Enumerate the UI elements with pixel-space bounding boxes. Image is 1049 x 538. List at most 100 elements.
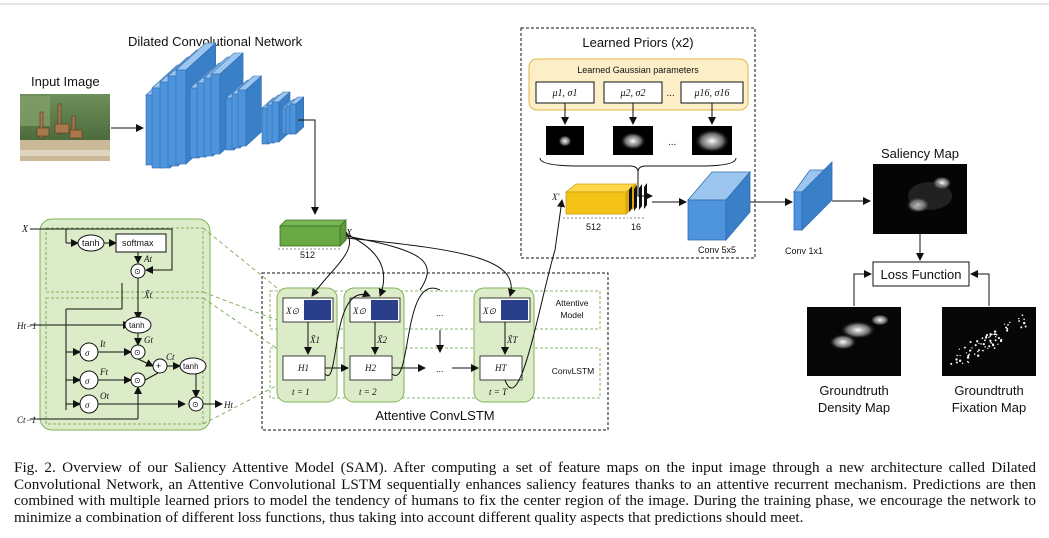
fixation-dot — [989, 339, 992, 342]
input-image-label: Input Image — [31, 74, 100, 89]
c-prev-label: Ct−1 — [17, 415, 36, 425]
concat-block — [564, 183, 647, 215]
groundtruth-density-image — [807, 307, 901, 376]
dcn-block-side — [295, 96, 305, 135]
prior-map-dots: ... — [668, 137, 676, 148]
gaussian-param-dots: ... — [667, 88, 675, 99]
x-symbol-top: X — [345, 228, 353, 239]
lstm-detail-nodes — [77, 233, 207, 414]
fixation-dot — [993, 333, 995, 336]
fixation-dot — [963, 346, 966, 349]
fixation-dot — [971, 347, 973, 349]
fixation-dot — [955, 358, 958, 361]
arrow-fixation-to-loss — [970, 270, 990, 306]
fixation-dot — [977, 350, 979, 353]
fixation-dot — [988, 336, 990, 339]
fixation-dot — [1023, 321, 1026, 325]
sigma-label-2: σ — [85, 376, 90, 386]
groundtruth-density-label-1: Groundtruth — [819, 383, 888, 398]
t-T: t = T — [489, 387, 508, 397]
dots-att: ... — [436, 308, 444, 318]
fixation-dot — [997, 337, 1000, 340]
fixation-dot — [999, 339, 1003, 343]
concat-512-label: 512 — [586, 222, 601, 232]
sigma-node-o — [79, 394, 99, 414]
conv5-block — [687, 170, 751, 242]
dcn-block-front — [175, 69, 187, 165]
f-t-label: Ft — [99, 367, 108, 377]
odot-node-fc — [130, 372, 146, 388]
fixation-dot — [997, 343, 999, 345]
fixation-dot — [987, 347, 989, 350]
conv1-block — [793, 161, 833, 231]
learned-priors-box — [520, 27, 756, 259]
groundtruth-fixation-image — [942, 307, 1036, 376]
attentive-convlstm-label: Attentive ConvLSTM — [375, 408, 494, 423]
x-tilde-T: X̃T — [506, 335, 518, 345]
loss-function-box — [872, 261, 970, 287]
fixation-dot — [993, 330, 997, 333]
timestep-cell-T — [473, 287, 535, 403]
sigma-label-3: σ — [85, 400, 90, 410]
fixation-dot — [1018, 320, 1020, 322]
dcn-block-front — [210, 73, 221, 155]
tanh-label-2: tanh — [129, 321, 145, 330]
fixation-dot — [1007, 324, 1009, 326]
fixation-dot — [959, 354, 961, 357]
fixation-dot — [1006, 329, 1009, 332]
lstm-attention-dashed-box — [45, 227, 204, 293]
fixation-dot — [983, 339, 986, 342]
fixation-dot — [961, 362, 964, 365]
dcn-block-side — [245, 75, 262, 147]
fixation-dot — [965, 352, 968, 354]
fixation-dot — [986, 333, 989, 337]
dcn-block-front — [289, 103, 297, 135]
gaussian-param-16: μ16, σ16 — [694, 88, 730, 99]
fixation-dot — [955, 361, 958, 364]
loss-function-label: Loss Function — [881, 267, 962, 282]
fixation-dot — [966, 356, 970, 359]
prior-arrows — [561, 103, 716, 125]
learned-priors-title: Learned Priors (x2) — [582, 35, 693, 50]
fixation-dot — [974, 344, 977, 347]
odot-node-attention — [130, 263, 146, 279]
fixation-dot — [973, 353, 976, 355]
figure-caption: Fig. 2. Overview of our Saliency Attenti… — [14, 459, 1036, 526]
fixation-dot — [1003, 323, 1006, 325]
fixation-dot — [980, 343, 982, 345]
h-T: HT — [494, 363, 507, 373]
dcn-blocks — [145, 42, 305, 169]
fixation-dot — [969, 340, 972, 344]
fixation-dot — [976, 340, 979, 343]
sigma-node-f — [79, 370, 99, 390]
dcn-block-front — [271, 101, 280, 143]
conv1-label: Conv 1x1 — [785, 246, 823, 256]
fixation-dot — [994, 339, 997, 342]
fixation-dot — [950, 362, 953, 365]
fixation-dot — [994, 336, 997, 338]
arrow-dcn-to-features — [298, 119, 319, 215]
h-1: H1 — [297, 363, 309, 373]
tanh-label-3: tanh — [183, 362, 199, 371]
lstm-detail-lines — [30, 228, 223, 420]
timestep-arrows — [304, 199, 565, 389]
t-2: t = 2 — [359, 387, 377, 397]
prior-maps — [546, 126, 732, 155]
o-t-label: Ot — [100, 391, 109, 401]
x-tilde-2: X̃2 — [376, 335, 387, 345]
tanh-node-g — [124, 316, 152, 334]
h-t-label: Ht — [223, 400, 233, 410]
fixation-dot — [978, 342, 980, 345]
fixation-dot — [969, 349, 972, 352]
lstm-x-label: X — [21, 224, 29, 235]
fixation-dot — [958, 348, 961, 350]
arrow-density-to-loss — [853, 270, 872, 306]
h-prev-label: Ht−1 — [16, 321, 37, 331]
groundtruth-fixation-label-2: Fixation Map — [952, 400, 1026, 415]
att-box-text-2: X⊙ — [352, 306, 366, 316]
odot-label-1: ⊙ — [134, 267, 141, 276]
fixation-dot — [967, 354, 970, 357]
tanh-node-c — [179, 357, 207, 375]
convlstm-dashed — [269, 347, 601, 399]
x-tilde-t-label: X̃t — [143, 290, 152, 300]
